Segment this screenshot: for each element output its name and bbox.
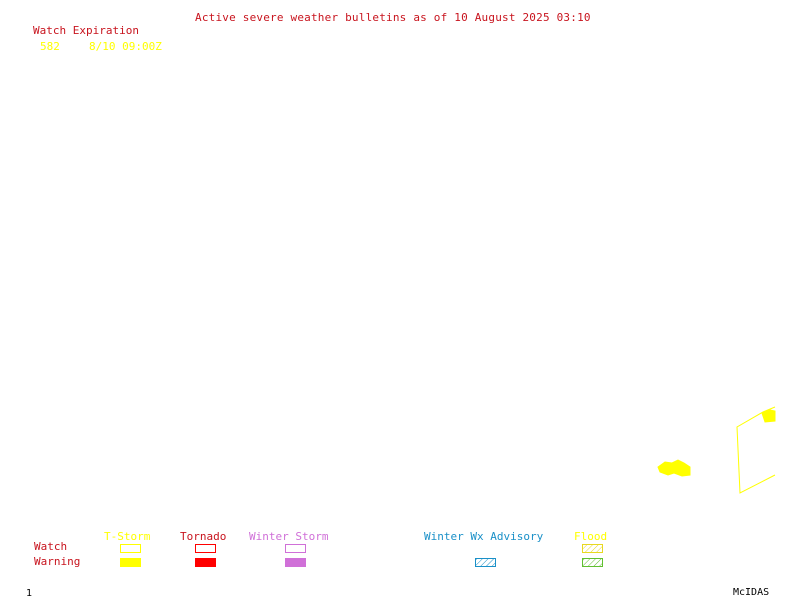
legend-tornado-watch-swatch [195, 544, 216, 553]
legend-tstorm-warning-swatch [120, 558, 141, 567]
legend-winter-storm-label: Winter Storm [249, 530, 329, 543]
warning-polygon-west [657, 459, 691, 477]
legend-winter-storm-warning-swatch [285, 558, 306, 567]
watch-expiration-heading: Watch Expiration [33, 24, 139, 37]
watch-expiration-time: 8/10 09:00Z [89, 40, 162, 53]
legend-winter-advisory-swatch [475, 558, 496, 567]
watch-number: 582 [40, 40, 60, 53]
bulletin-title: Active severe weather bulletins as of 10… [195, 11, 591, 24]
legend-tstorm-label: T-Storm [104, 530, 151, 543]
mcidas-brand: McIDAS [733, 587, 770, 598]
legend-flood-watch-swatch [582, 544, 603, 553]
watch-582-outline [736, 406, 776, 494]
frame-number: 1 [26, 588, 33, 599]
legend-watch-row-label: Watch [34, 540, 67, 553]
legend-tornado-label: Tornado [180, 530, 226, 543]
legend-flood-warning-swatch [582, 558, 603, 567]
legend-flood-label: Flood [574, 530, 607, 543]
legend-winter-storm-watch-swatch [285, 544, 306, 553]
legend-tornado-warning-swatch [195, 558, 216, 567]
warning-polygon-east [761, 409, 776, 423]
legend-warning-row-label: Warning [34, 555, 80, 568]
legend-winter-advisory-label: Winter Wx Advisory [424, 530, 544, 543]
legend-tstorm-watch-swatch [120, 544, 141, 553]
